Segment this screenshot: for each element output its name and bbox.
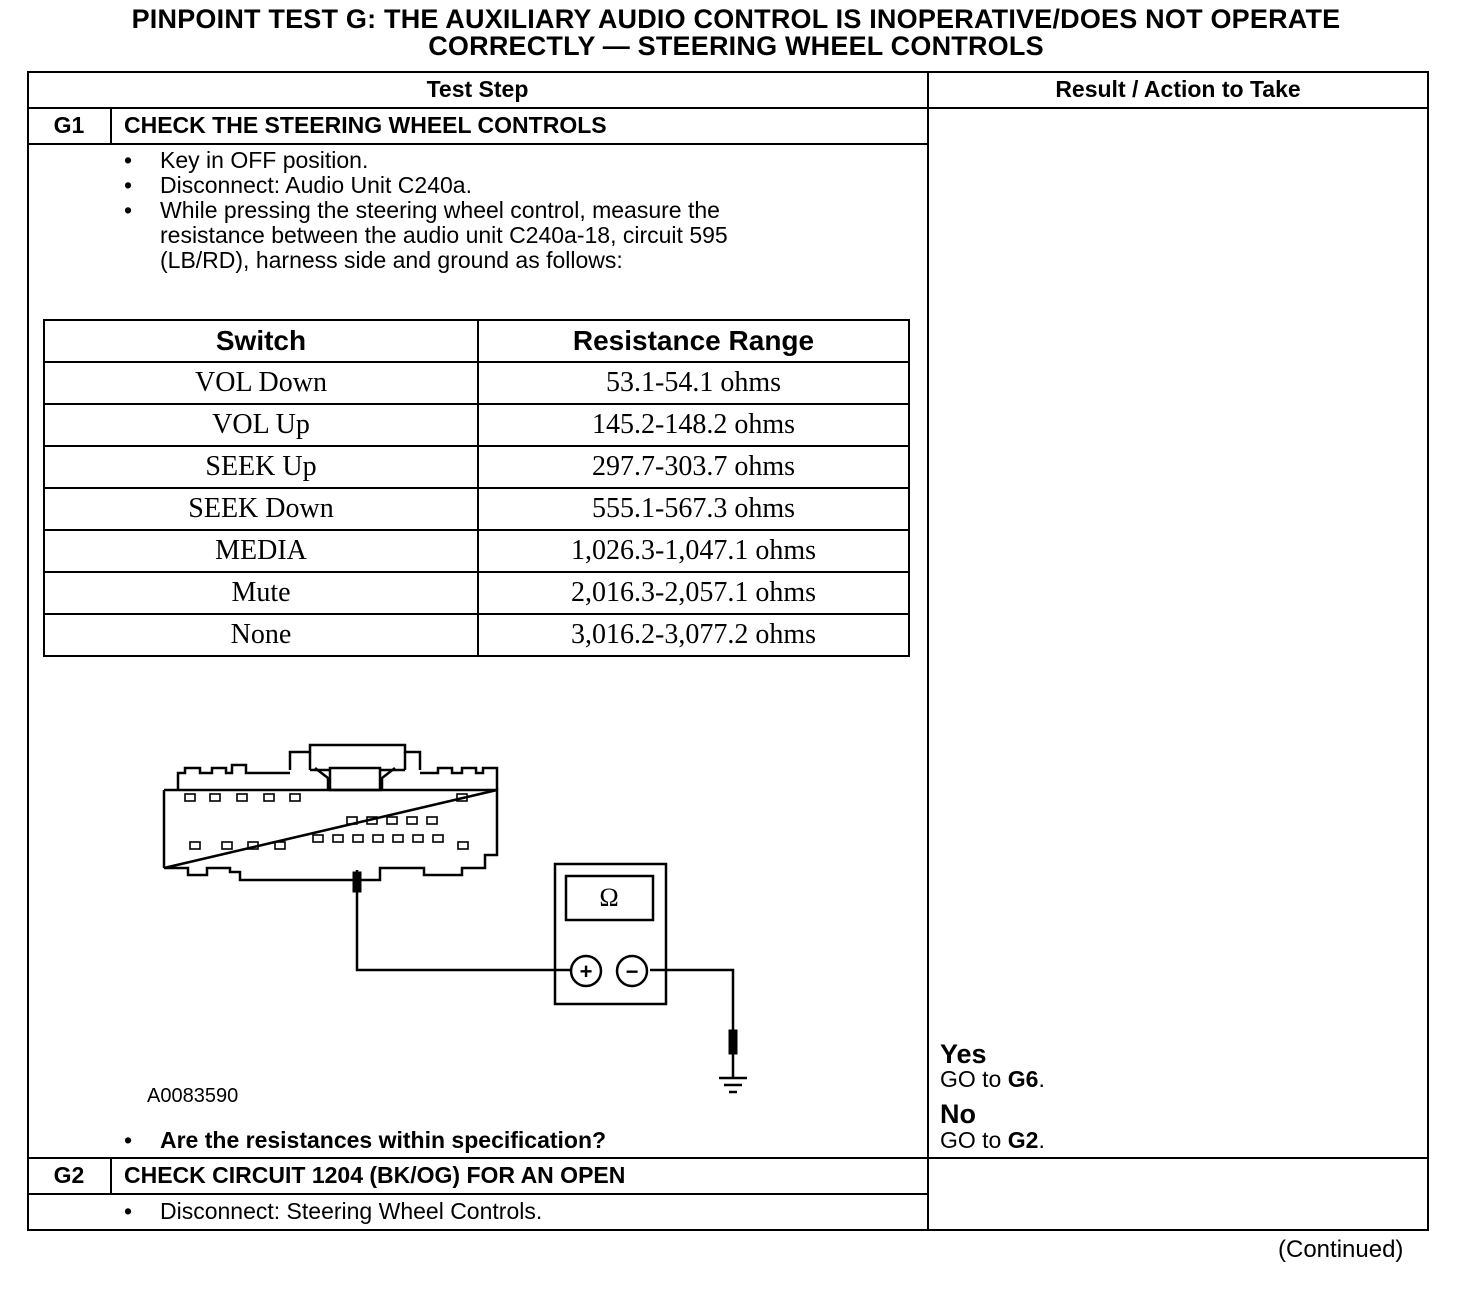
minus-terminal-icon: − (626, 959, 639, 984)
bullet-icon: • (124, 1127, 133, 1153)
switch-cell: SEEK Down (43, 487, 479, 531)
resistance-cell: 145.2-148.2 ohms (477, 403, 910, 447)
result-yes-label: Yes (940, 1039, 987, 1069)
table-header-row: Switch Resistance Range (43, 319, 910, 363)
switch-cell: VOL Up (43, 403, 479, 447)
figure-id: A0083590 (147, 1085, 239, 1107)
g1-question: •Are the resistances within specificatio… (124, 1127, 607, 1153)
test-table-frame (27, 71, 1429, 1231)
page-title: PINPOINT TEST G: THE AUXILIARY AUDIO CON… (0, 6, 1472, 60)
probe-tips (352, 871, 738, 1055)
bullet-icon: • (124, 1198, 133, 1224)
continued-note: (Continued) (1278, 1236, 1404, 1263)
resistance-cell: 297.7-303.7 ohms (477, 445, 910, 489)
column-header-switch: Switch (43, 319, 479, 363)
g1-instructions: •Key in OFF position. •Disconnect: Audio… (124, 148, 728, 273)
resistance-cell: 3,016.2-3,077.2 ohms (477, 613, 910, 657)
switch-cell: VOL Down (43, 361, 479, 405)
g1-heading-divider (27, 143, 928, 145)
g2-heading: CHECK CIRCUIT 1204 (BK/OG) FOR AN OPEN (124, 1162, 626, 1188)
resistance-cell: 53.1-54.1 ohms (477, 361, 910, 405)
list-item: •Key in OFF position. (124, 147, 369, 173)
result-yes-action: GO to G6. (940, 1066, 1045, 1092)
list-item: •While pressing the steering wheel contr… (124, 197, 728, 273)
g2-heading-divider (27, 1193, 928, 1195)
goto-g6-link[interactable]: G6 (1007, 1066, 1039, 1092)
column-header-resistance: Resistance Range (477, 319, 910, 363)
list-item: •Disconnect: Audio Unit C240a. (124, 172, 472, 198)
header-result-action: Result / Action to Take (1055, 76, 1301, 102)
resistance-cell: 555.1-567.3 ohms (477, 487, 910, 531)
ohm-symbol: Ω (599, 883, 618, 912)
switch-cell: Mute (43, 571, 479, 615)
g2-id-divider (110, 1157, 112, 1194)
g2-instruction: •Disconnect: Steering Wheel Controls. (124, 1198, 543, 1224)
column-divider (927, 71, 929, 1231)
header-test-step: Test Step (426, 76, 529, 102)
switch-cell: SEEK Up (43, 445, 479, 489)
plus-terminal-icon: + (580, 959, 593, 984)
result-no-label: No (940, 1099, 976, 1129)
title-line-1: PINPOINT TEST G: THE AUXILIARY AUDIO CON… (131, 4, 1341, 34)
switch-cell: MEDIA (43, 529, 479, 573)
connector-c240a (162, 743, 499, 882)
g1-id-divider (110, 107, 112, 144)
ohmmeter (553, 862, 668, 1006)
resistance-cell: 1,026.3-1,047.1 ohms (477, 529, 910, 573)
g2-step-id: G2 (53, 1162, 85, 1188)
goto-g2-link[interactable]: G2 (1007, 1127, 1039, 1153)
g1-g2-divider (27, 1157, 1429, 1159)
resistance-cell: 2,016.3-2,057.1 ohms (477, 571, 910, 615)
test-leads (355, 870, 735, 1030)
g1-step-id: G1 (53, 112, 85, 138)
switch-cell: None (43, 613, 479, 657)
connector-pins (184, 793, 469, 850)
ground-symbol (719, 1054, 747, 1094)
title-line-2: CORRECTLY — STEERING WHEEL CONTROLS (428, 31, 1044, 61)
header-divider (27, 107, 1429, 109)
g1-heading: CHECK THE STEERING WHEEL CONTROLS (124, 112, 607, 138)
result-no-action: GO to G2. (940, 1127, 1045, 1153)
